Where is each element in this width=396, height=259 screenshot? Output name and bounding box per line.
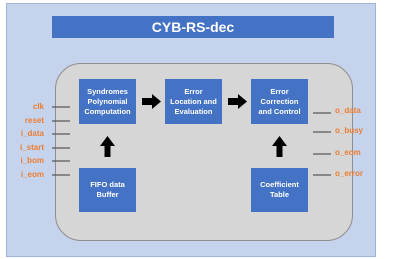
input-signal-i-bom: i_bom (20, 156, 44, 165)
error-location-block: Error Location and Evaluation (165, 79, 222, 124)
input-signal-i-eom: i_eom (20, 170, 44, 179)
arrow-up-coefficient (272, 136, 287, 157)
output-signal-o-eom: o_eom (335, 148, 361, 157)
output-signal-o-data: o_data (335, 106, 361, 115)
title-bar: CYB-RS-dec (52, 16, 334, 38)
output-signal-o-error: o_error (335, 169, 364, 178)
arrow-right-1 (142, 94, 161, 109)
output-signal-o-busy: o_busy (335, 126, 364, 135)
arrow-up-fifo (100, 136, 115, 157)
syndromes-block: Syndromes Polynomial Computation (79, 79, 136, 124)
arrow-right-2 (228, 94, 247, 109)
input-signal-i-start: i_start (19, 143, 44, 152)
input-signal-i-data: i_data (20, 129, 44, 138)
diagram-title: CYB-RS-dec (151, 19, 235, 35)
coefficient-table-block: Coefficient Table (251, 168, 308, 212)
input-signal-clk: clk (32, 102, 44, 111)
fifo-buffer-block: FIFO data Buffer (79, 168, 136, 212)
error-correction-block: Error Correction and Control (251, 79, 308, 124)
input-signal-reset: reset (24, 116, 44, 125)
